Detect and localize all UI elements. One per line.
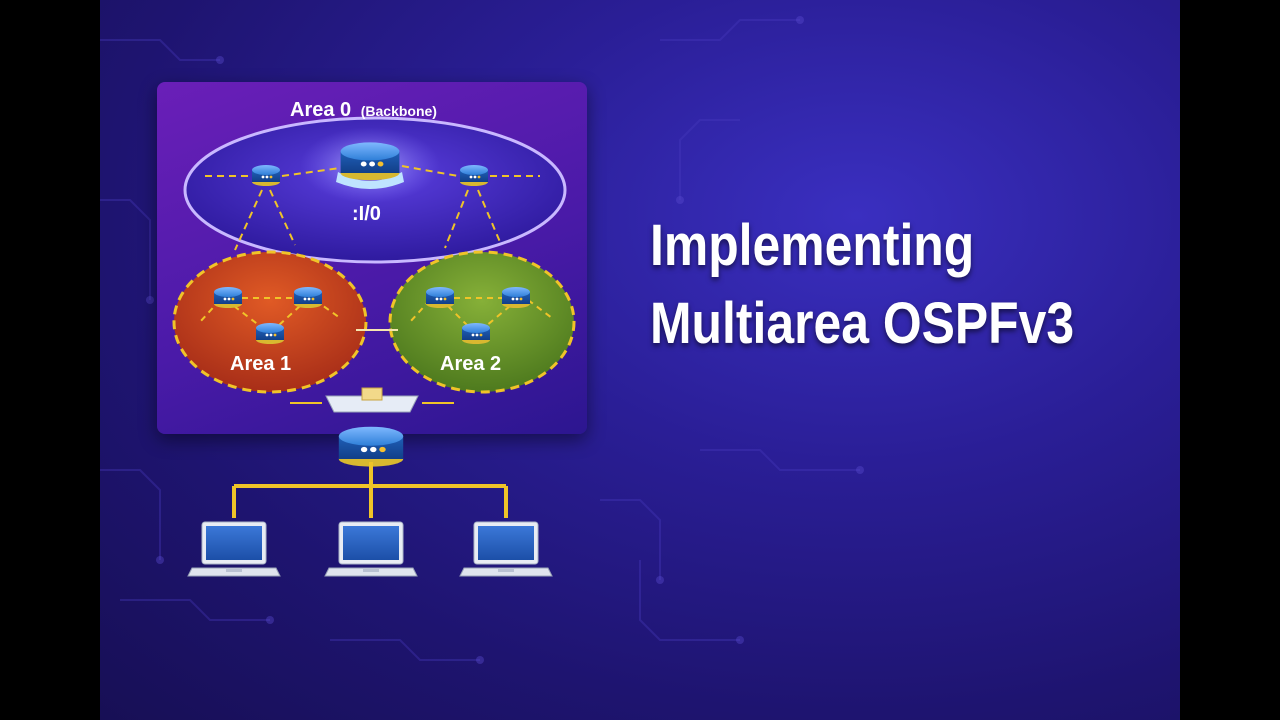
backbone-router-left [252, 165, 280, 186]
area-2-router-b [502, 287, 530, 308]
backbone-router-right [460, 165, 488, 186]
border-switch [290, 387, 454, 413]
area-1-label: Area 1 [230, 353, 291, 375]
backbone-links [205, 165, 540, 251]
title-line-1: Implementing [650, 213, 975, 278]
area-1-region [172, 250, 368, 394]
area-2-region [388, 250, 576, 394]
core-router-base [336, 172, 404, 189]
area-2-router-c [462, 323, 490, 344]
lan-wiring [232, 462, 508, 518]
backbone-address-label: :I/0 [352, 203, 381, 225]
laptop-right [459, 521, 553, 577]
area-1-router-a [214, 287, 242, 308]
title-line-2: Multiarea OSPFv3 [650, 291, 1075, 356]
area-2-label: Area 2 [440, 353, 501, 375]
area-1-router-b [294, 287, 322, 308]
area-2-router-a [426, 287, 454, 308]
slide: Area 0 (Backbone) :I/0 Area 1 Area [100, 0, 1180, 720]
circuit-background [100, 16, 864, 664]
area-1-router-c [256, 323, 284, 344]
ospf-topology-diagram: Area 0 (Backbone) :I/0 Area 1 Area [172, 99, 576, 577]
edge-router [338, 426, 404, 467]
laptop-center [324, 521, 418, 577]
area-0-label: Area 0 (Backbone) [290, 99, 437, 121]
core-router [340, 142, 400, 181]
laptop-left [187, 521, 281, 577]
